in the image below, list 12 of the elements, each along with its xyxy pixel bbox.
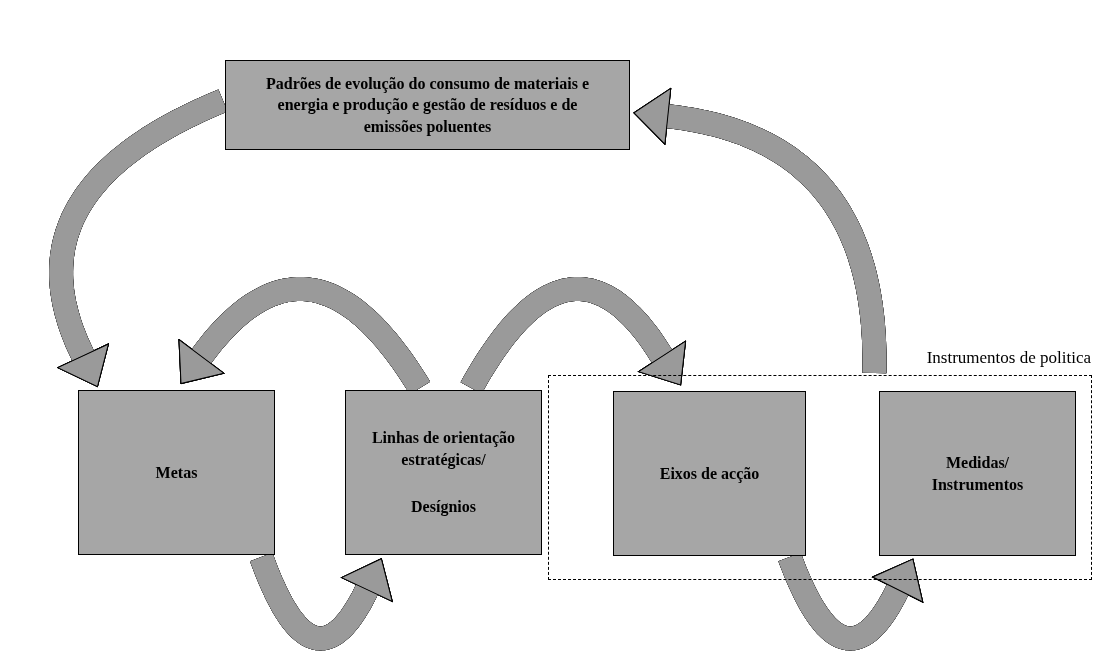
box-label: Padrões de evolução do consumo de materiais e energia e produção e gestão de resíduos e de emissões poluentes (264, 73, 591, 138)
process-box (225, 60, 630, 150)
process-box (345, 390, 542, 555)
box-label: Desígnios (410, 497, 477, 518)
box-label: Medidas/ Instrumentos (930, 452, 1025, 495)
box-label: Eixos de acção (658, 463, 761, 485)
process-box (78, 390, 275, 555)
box-label: Linhas de orientação estratégicas/ (370, 428, 517, 471)
box-label: Metas (154, 462, 199, 483)
group-label: Instrumentos de politica (926, 348, 1091, 368)
process-box (879, 391, 1076, 556)
process-box (613, 391, 806, 556)
